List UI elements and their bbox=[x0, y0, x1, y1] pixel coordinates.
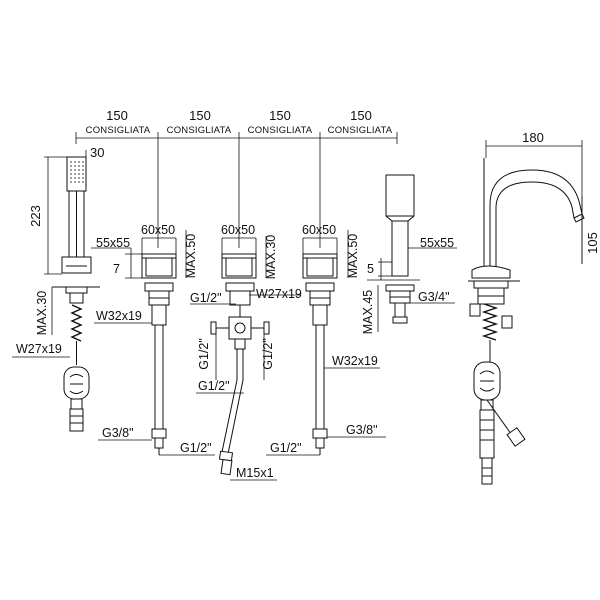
g34-label: G3/4" bbox=[418, 290, 450, 304]
square-55-left-label: 55x55 bbox=[96, 236, 130, 250]
spacing-dimension: 150 150 150 150 CONSIGLIATA CONSIGLIATA … bbox=[75, 108, 398, 248]
consigliata-label-1: CONSIGLIATA bbox=[86, 125, 151, 136]
handshower-height-label: 223 bbox=[28, 205, 43, 227]
g12-right-vertical-label: G1/2" bbox=[261, 338, 275, 370]
five-label: 5 bbox=[367, 262, 374, 276]
w27-mid-label: W27x19 bbox=[256, 287, 302, 301]
valve-1: 7 60x50 MAX.50 W32x19 G3/8" G1/2" bbox=[94, 223, 215, 456]
consigliata-label-4: CONSIGLIATA bbox=[328, 125, 393, 136]
spout: 180 105 bbox=[468, 130, 600, 485]
max30-2-label: MAX.30 bbox=[264, 235, 278, 280]
g12-top-label: G1/2" bbox=[190, 291, 222, 305]
hand-shower: 223 30 55x55 MAX.30 W27x19 bbox=[12, 145, 131, 432]
spacing-label-4: 150 bbox=[350, 108, 372, 123]
w32-1-label: W32x19 bbox=[96, 309, 142, 323]
g12-left-vertical-label: G1/2" bbox=[197, 338, 211, 370]
g38-left-label: G3/8" bbox=[102, 426, 134, 440]
block-60-1-label: 60x50 bbox=[141, 223, 175, 237]
block-60-2-label: 60x50 bbox=[221, 223, 255, 237]
g12-bottom-label: G1/2" bbox=[198, 379, 230, 393]
max45-label: MAX.45 bbox=[361, 290, 375, 335]
spout-height-label: 105 bbox=[585, 232, 600, 254]
max50-1-label: MAX.50 bbox=[184, 234, 198, 279]
valve-3: 60x50 MAX.50 W32x19 G1/2" G3/8" bbox=[266, 223, 386, 456]
spacing-label-3: 150 bbox=[269, 108, 291, 123]
square-55-right-label: 55x55 bbox=[420, 236, 454, 250]
spacing-label-1: 150 bbox=[106, 108, 128, 123]
block-60-3-label: 60x50 bbox=[302, 223, 336, 237]
w32-3-label: W32x19 bbox=[332, 354, 378, 368]
spout-width-label: 180 bbox=[522, 130, 544, 145]
m15-label: M15x1 bbox=[236, 466, 274, 480]
g38-right-label: G3/8" bbox=[346, 423, 378, 437]
g12-low-right-label: G1/2" bbox=[270, 441, 302, 455]
consigliata-label-2: CONSIGLIATA bbox=[167, 125, 232, 136]
w27-left-label: W27x19 bbox=[16, 342, 62, 356]
max50-3-label: MAX.50 bbox=[346, 234, 360, 279]
valve-2: 60x50 MAX.30 W27x19 G1/2" G1/2" G1/2" G1… bbox=[190, 223, 302, 481]
spacing-label-2: 150 bbox=[189, 108, 211, 123]
seven-label: 7 bbox=[113, 262, 120, 276]
spout-column: 55x55 5 MAX.45 G3/4" bbox=[361, 174, 457, 335]
max30-left-label: MAX.30 bbox=[35, 291, 49, 336]
consigliata-label-3: CONSIGLIATA bbox=[248, 125, 313, 136]
handshower-head-label: 30 bbox=[90, 145, 104, 160]
g12-low-left-label: G1/2" bbox=[180, 441, 212, 455]
